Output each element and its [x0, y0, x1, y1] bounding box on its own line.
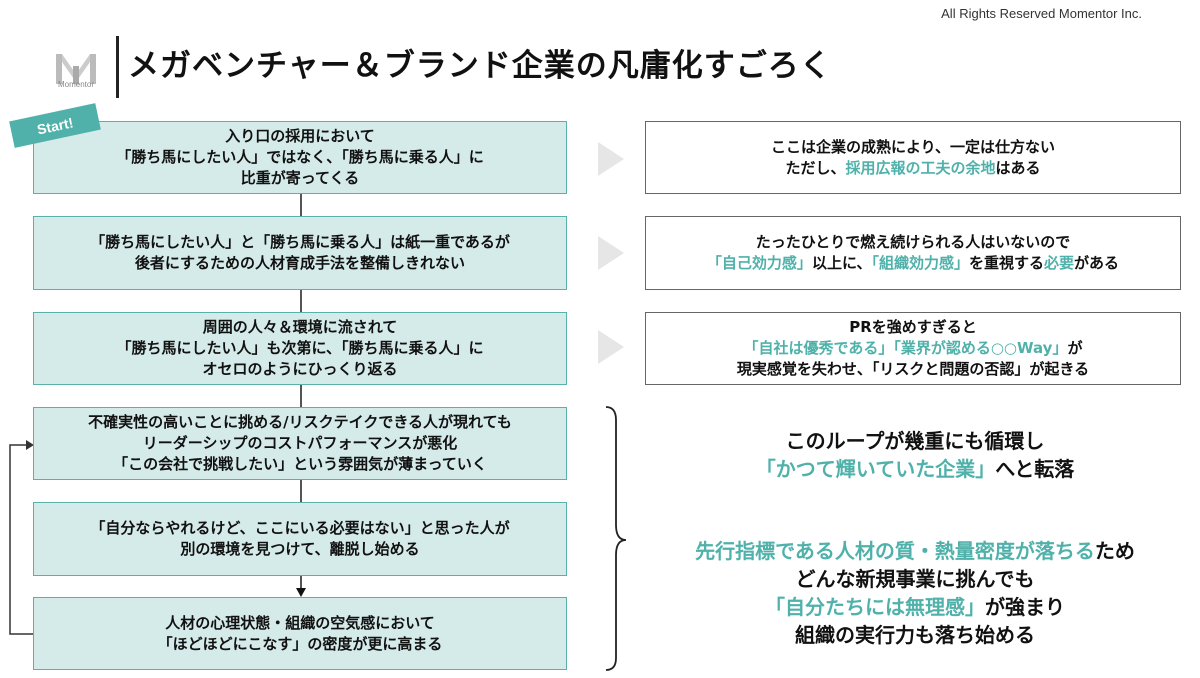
copyright: All Rights Reserved Momentor Inc.	[941, 6, 1142, 21]
connector-line	[300, 385, 302, 407]
page-title: メガベンチャー＆ブランド企業の凡庸化すごろく	[128, 48, 832, 84]
chevron-right-icon	[598, 142, 624, 176]
flow-step-4: 不確実性の高いことに挑める/リスクテイクできる人が現れても リーダーシップのコス…	[33, 407, 567, 480]
chevron-right-icon	[598, 236, 624, 270]
summary-impact-line-1: 先行指標である人材の質・熱量密度が落ちるため	[695, 539, 1135, 563]
flow-step-text: 不確実性の高いことに挑める/リスクテイクできる人が現れても リーダーシップのコス…	[88, 413, 512, 473]
flow-step-text: 周囲の人々＆環境に流されて 「勝ち馬にしたい人」も次第に、「勝ち馬に乗る人」に …	[116, 318, 484, 378]
brace-icon	[605, 406, 627, 671]
title-divider	[116, 36, 119, 98]
summary-impact-line-4: 組織の実行力も落ち始める	[795, 623, 1035, 647]
flow-step-text: 「自分ならやれるけど、ここにいる必要はない」と思った人が 別の環境を見つけて、離…	[90, 519, 510, 558]
flow-step-3: 周囲の人々＆環境に流されて 「勝ち馬にしたい人」も次第に、「勝ち馬に乗る人」に …	[33, 312, 567, 385]
summary-loop-line-2: 「かつて輝いていた企業」へと転落	[755, 457, 1075, 481]
arrow-down-icon	[296, 588, 306, 597]
flow-step-text: 人材の心理状態・組織の空気感において 「ほどほどにこなす」の密度が更に高まる	[157, 613, 443, 653]
momentor-logo-icon	[56, 54, 96, 84]
note-3-line-3: 現実感覚を失わせ、「リスクと問題の否認」が起きる	[736, 360, 1090, 378]
summary-loop: このループが幾重にも循環し 「かつて輝いていた企業」へと転落	[640, 427, 1190, 483]
chevron-right-icon	[598, 330, 624, 364]
note-box-2: たったひとりで燃え続けられる人はいないので 「自己効力感」以上に、「組織効力感」…	[645, 216, 1181, 290]
loop-back-line	[9, 444, 33, 635]
flow-step-5: 「自分ならやれるけど、ここにいる必要はない」と思った人が 別の環境を見つけて、離…	[33, 502, 567, 576]
connector-line	[300, 480, 302, 502]
summary-impact: 先行指標である人材の質・熱量密度が落ちるため どんな新規事業に挑んでも 「自分た…	[640, 537, 1190, 649]
note-2-line-2: 「自己効力感」以上に、「組織効力感」を重視する必要がある	[706, 254, 1120, 272]
flow-step-1: 入り口の採用において 「勝ち馬にしたい人」ではなく、「勝ち馬に乗る人」に 比重が…	[33, 121, 567, 194]
note-1-line-2: ただし、採用広報の工夫の余地はある	[785, 158, 1041, 177]
connector-line	[300, 194, 302, 216]
flow-step-text: 「勝ち馬にしたい人」と「勝ち馬に乗る人」は紙一重であるが 後者にするための人材育…	[90, 233, 510, 272]
connector-line	[300, 290, 302, 312]
summary-loop-line-1: このループが幾重にも循環し	[785, 429, 1045, 453]
note-3-line-2: 「自社は優秀である」「業界が認める○○Way」が	[743, 339, 1083, 357]
note-box-3: PRを強めすぎると 「自社は優秀である」「業界が認める○○Way」が 現実感覚を…	[645, 312, 1181, 385]
flow-step-6: 人材の心理状態・組織の空気感において 「ほどほどにこなす」の密度が更に高まる	[33, 597, 567, 670]
connector-line	[300, 576, 302, 588]
flow-step-2: 「勝ち馬にしたい人」と「勝ち馬に乗る人」は紙一重であるが 後者にするための人材育…	[33, 216, 567, 290]
note-3-line-1: PRを強めすぎると	[849, 318, 977, 336]
note-2-line-1: たったひとりで燃え続けられる人はいないので	[755, 233, 1071, 251]
summary-impact-line-3: 「自分たちには無理感」が強まり	[765, 595, 1065, 619]
flow-step-text: 入り口の採用において 「勝ち馬にしたい人」ではなく、「勝ち馬に乗る人」に 比重が…	[116, 127, 484, 187]
logo-text: Momentor	[57, 80, 94, 89]
summary-impact-line-2: どんな新規事業に挑んでも	[795, 567, 1035, 591]
note-box-1: ここは企業の成熟により、一定は仕方ない ただし、採用広報の工夫の余地はある	[645, 121, 1181, 194]
note-1-line-1: ここは企業の成熟により、一定は仕方ない	[770, 137, 1056, 156]
